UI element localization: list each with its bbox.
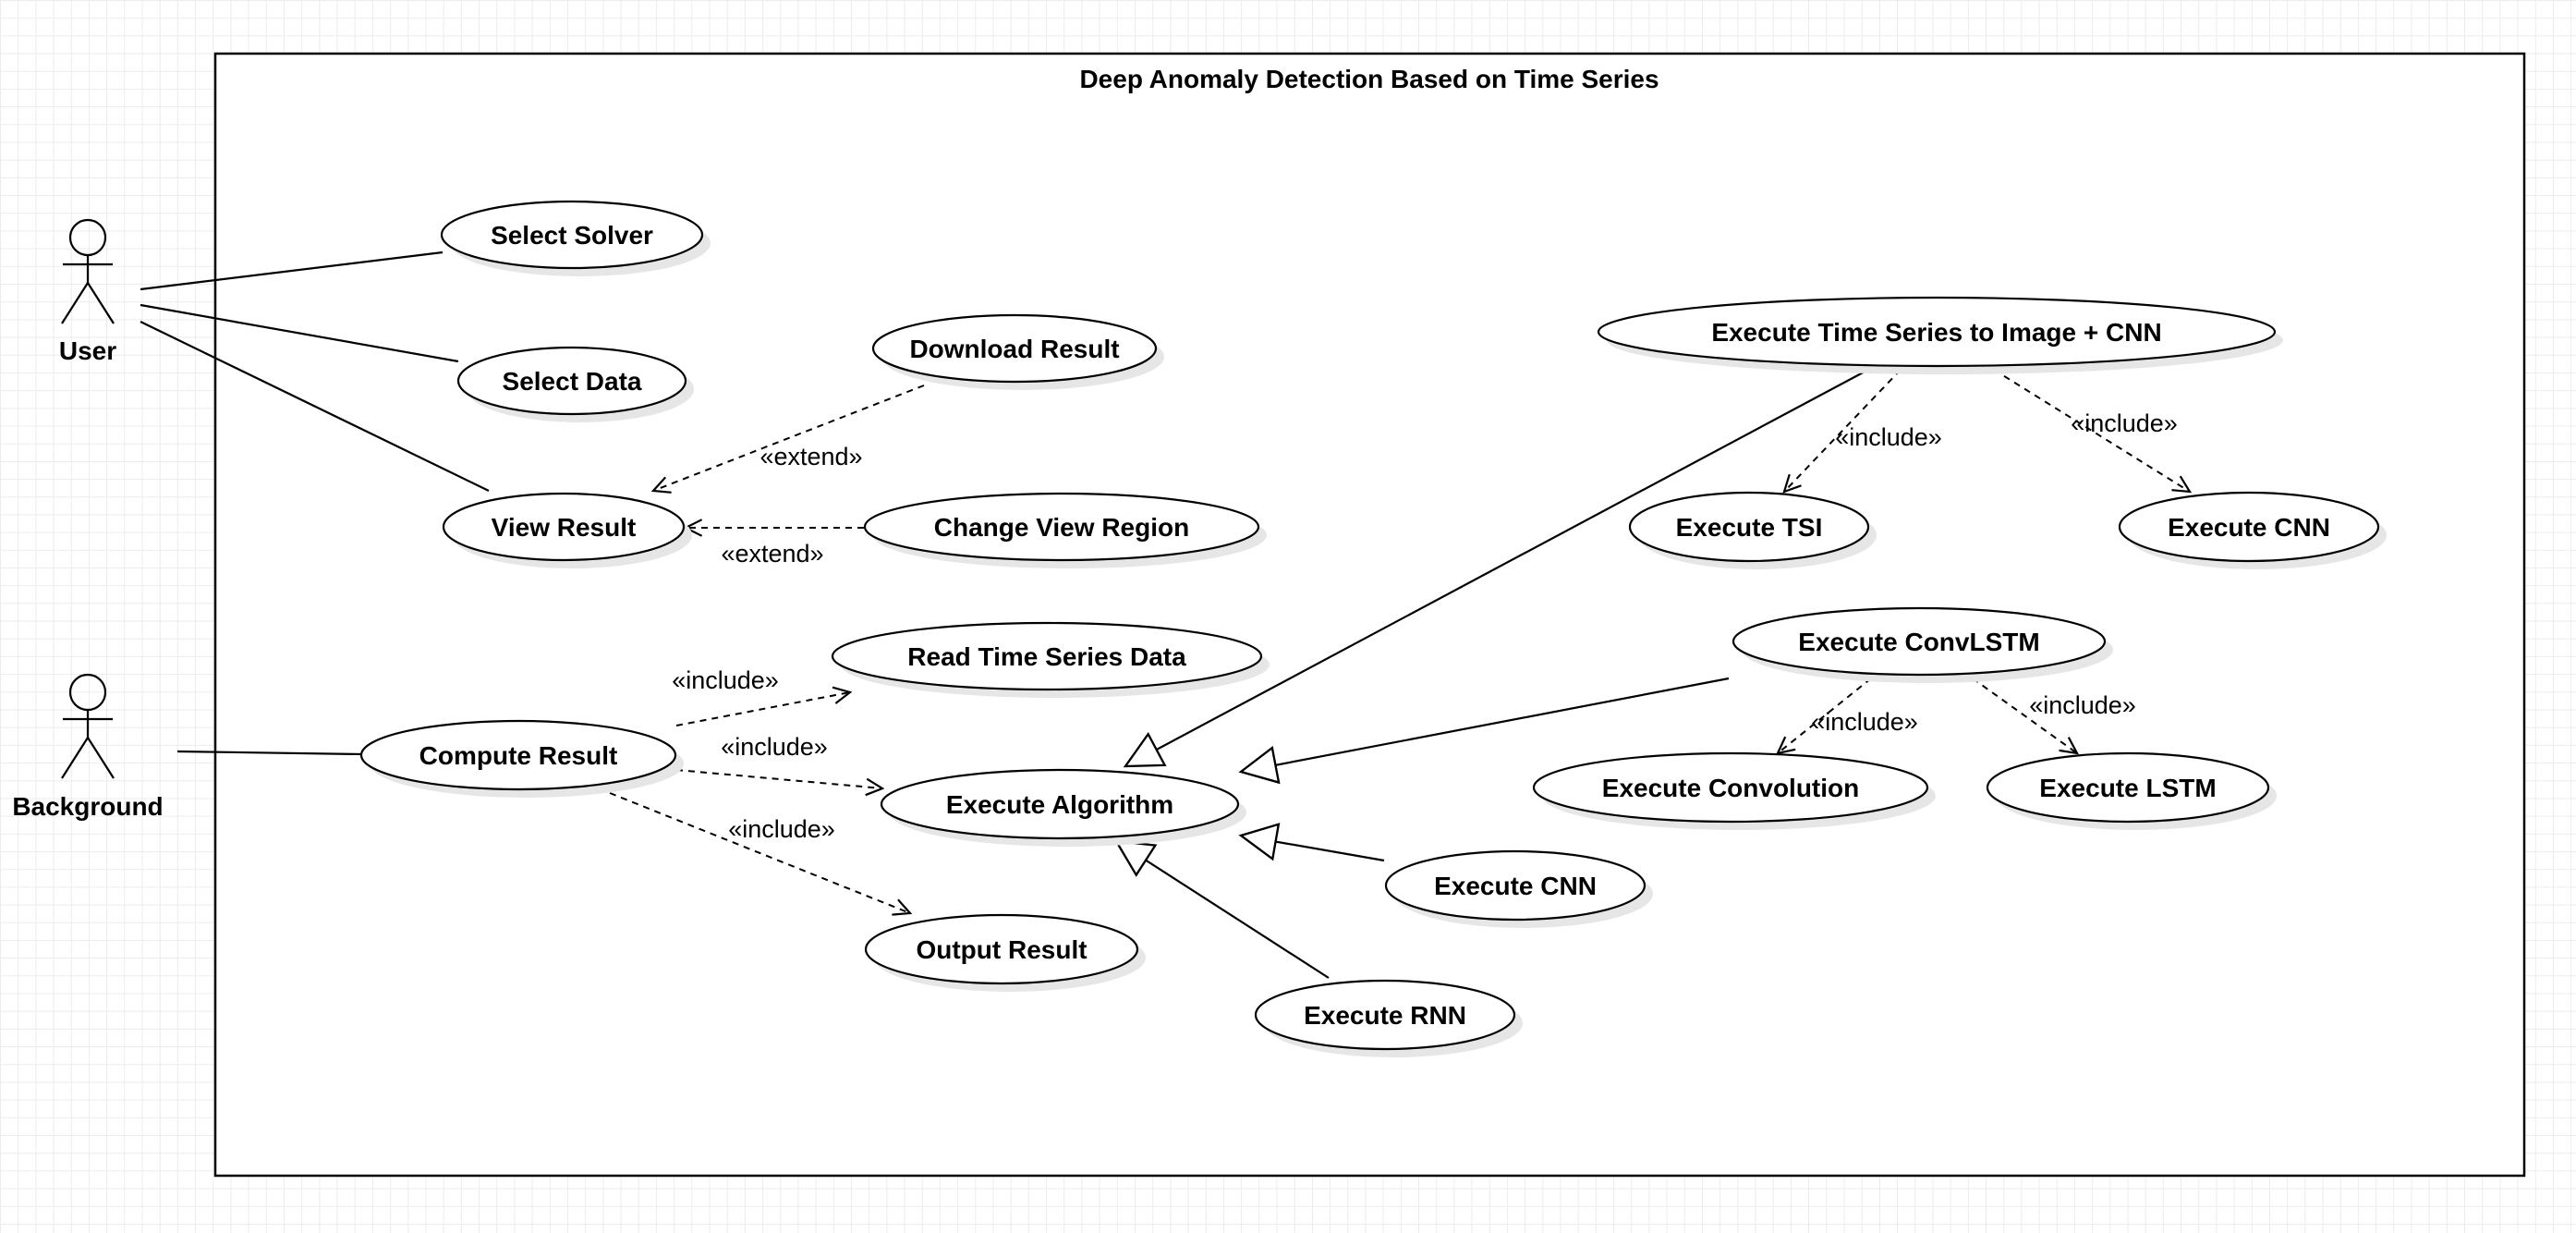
dep-include-cnn-top [1993, 369, 2190, 492]
gen-convlstm-to-algorithm [1238, 677, 1730, 785]
use-case-select-data-label: Select Data [503, 367, 642, 396]
assoc-user-select-data [140, 303, 459, 363]
label-include-read: «include» [672, 666, 779, 694]
use-case-select-solver[interactable]: Select Solver [440, 200, 711, 276]
gen-rnn-to-algorithm [1113, 839, 1330, 979]
use-case-execute-tsi-label: Execute TSI [1676, 513, 1823, 542]
use-case-execute-ts-image-cnn[interactable]: Execute Time Series to Image + CNN [1597, 296, 2283, 374]
use-case-execute-rnn-label: Execute RNN [1304, 1001, 1466, 1030]
label-include-convolution: «include» [1811, 708, 1918, 736]
use-case-execute-algorithm-label: Execute Algorithm [946, 790, 1173, 819]
dep-include-read [675, 692, 850, 726]
use-case-view-result[interactable]: View Result [442, 492, 692, 568]
gen-cnn-to-algorithm [1238, 823, 1385, 862]
label-include-lstm: «include» [2029, 691, 2136, 719]
use-case-execute-cnn-top-label: Execute CNN [2168, 513, 2330, 542]
dep-include-output [609, 792, 910, 913]
dep-include-lstm [1972, 678, 2077, 753]
use-case-select-data[interactable]: Select Data [456, 346, 694, 422]
use-case-execute-cnn[interactable]: Execute CNN [1384, 849, 1653, 928]
use-case-compute-result-label: Compute Result [419, 741, 618, 770]
use-case-execute-lstm-label: Execute LSTM [2039, 774, 2216, 802]
dep-include-tsi [1784, 369, 1902, 492]
dep-download-extend [653, 385, 925, 491]
use-case-output-result[interactable]: Output Result [864, 913, 1146, 992]
actor-user[interactable] [61, 218, 115, 324]
actor-user-label: User [59, 336, 116, 365]
use-case-compute-result[interactable]: Compute Result [359, 719, 684, 798]
actor-background-label: Background [12, 792, 163, 821]
use-case-execute-algorithm[interactable]: Execute Algorithm [880, 768, 1246, 847]
use-case-download-result[interactable]: Download Result [871, 313, 1164, 390]
use-case-execute-rnn[interactable]: Execute RNN [1254, 979, 1523, 1057]
use-case-execute-cnn-label: Execute CNN [1434, 872, 1597, 900]
use-case-execute-convlstm[interactable]: Execute ConvLSTM [1732, 606, 2113, 683]
label-include-tsi: «include» [1835, 423, 1942, 451]
relation-labels: «extend» «extend» «include» «include» «i… [672, 409, 2178, 843]
use-case-execute-lstm[interactable]: Execute LSTM [1986, 751, 2277, 830]
label-extend-download: «extend» [759, 443, 862, 470]
use-case-select-solver-label: Select Solver [491, 221, 653, 250]
label-extend-change-view: «extend» [721, 540, 823, 568]
actor-background[interactable] [61, 673, 115, 779]
use-case-output-result-label: Output Result [916, 935, 1087, 964]
use-case-change-view-region[interactable]: Change View Region [863, 492, 1267, 568]
use-case-read-time-series-data[interactable]: Read Time Series Data [831, 621, 1270, 698]
use-case-execute-tsi[interactable]: Execute TSI [1628, 491, 1877, 569]
label-include-output: «include» [728, 815, 835, 843]
dep-include-execute [675, 769, 882, 788]
gen-ts-image-cnn-to-algorithm [1123, 369, 1869, 768]
use-case-view-result-label: View Result [492, 513, 637, 542]
label-include-cnn-top: «include» [2071, 409, 2178, 437]
associations [140, 250, 490, 756]
dependencies [609, 369, 2190, 913]
use-case-execute-convolution[interactable]: Execute Convolution [1532, 751, 1936, 830]
use-case-execute-ts-image-cnn-label: Execute Time Series to Image + CNN [1711, 318, 2161, 347]
use-case-execute-convolution-label: Execute Convolution [1602, 774, 1859, 802]
use-case-change-view-region-label: Change View Region [934, 513, 1189, 542]
label-include-execute: «include» [721, 733, 828, 761]
assoc-user-view-result [140, 321, 490, 492]
use-case-execute-cnn-top[interactable]: Execute CNN [2118, 491, 2387, 569]
use-case-read-time-series-data-label: Read Time Series Data [907, 642, 1186, 671]
use-case-execute-convlstm-label: Execute ConvLSTM [1798, 628, 2039, 656]
generalizations [1113, 369, 1869, 979]
assoc-user-select-solver [140, 250, 444, 291]
use-case-download-result-label: Download Result [909, 335, 1119, 363]
system-title: Deep Anomaly Detection Based on Time Ser… [1079, 65, 1659, 93]
assoc-background-compute-result [176, 750, 363, 756]
dep-include-convolution [1778, 678, 1872, 753]
